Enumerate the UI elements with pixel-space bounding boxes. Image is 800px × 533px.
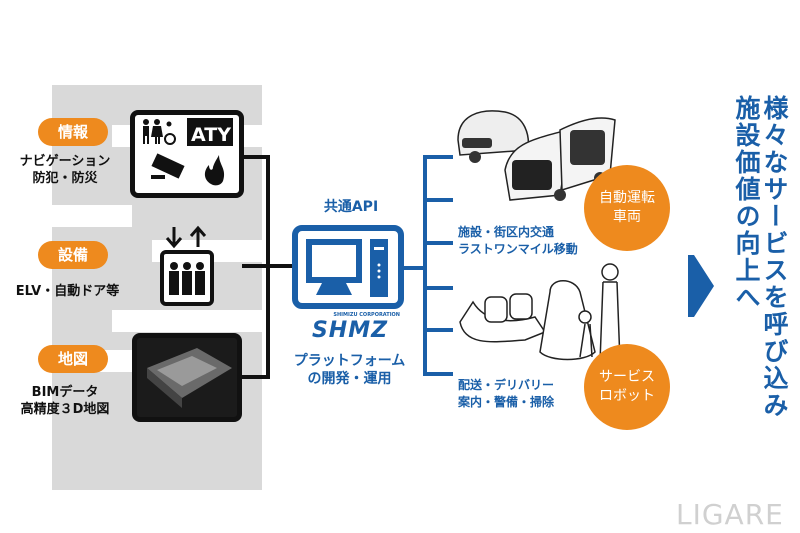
autonomous-vehicle-circle: 自動運転車両	[584, 165, 670, 251]
info-icons: ATY	[143, 118, 233, 186]
bim-3d-map-icon	[147, 348, 232, 408]
service-robot-illustration	[459, 263, 621, 363]
common-api-label: 共通API	[323, 199, 379, 215]
bim-map-image	[132, 333, 242, 422]
service-robot-circle: サービスロボット	[584, 344, 670, 430]
right-arrow-icon	[688, 255, 714, 317]
equipment-pill: 設備	[38, 241, 108, 269]
computer-platform-icon	[292, 225, 404, 309]
equipment-desc: ELV・自動ドア等	[15, 284, 120, 299]
elevator-icon	[160, 225, 214, 306]
logo-subtext: SHIMIZU CORPORATION	[333, 312, 400, 318]
ligare-watermark: LIGARE	[676, 498, 784, 531]
svg-text:ATY: ATY	[191, 124, 231, 146]
info-icons-box: ATY	[130, 110, 244, 198]
conclusion-line1: 様々なサービスを呼び込み	[760, 95, 789, 419]
info-pill: 情報	[38, 118, 108, 146]
conclusion-line2: 施設価値の向上へ	[732, 95, 761, 311]
platform-text: プラットフォームの開発・運用	[293, 353, 406, 387]
robot-desc: 配送・デリバリー案内・警備・掃除	[458, 378, 555, 409]
map-desc: BIMデータ高精度３D地図	[20, 385, 110, 417]
shimz-logo: SHMZ	[311, 318, 389, 343]
autonomous-vehicles-illustration	[457, 110, 616, 201]
info-desc: ナビゲーション防犯・防災	[19, 154, 111, 186]
map-pill: 地図	[38, 345, 108, 373]
vehicle-desc: 施設・街区内交通ラストワンマイル移動	[458, 225, 578, 256]
